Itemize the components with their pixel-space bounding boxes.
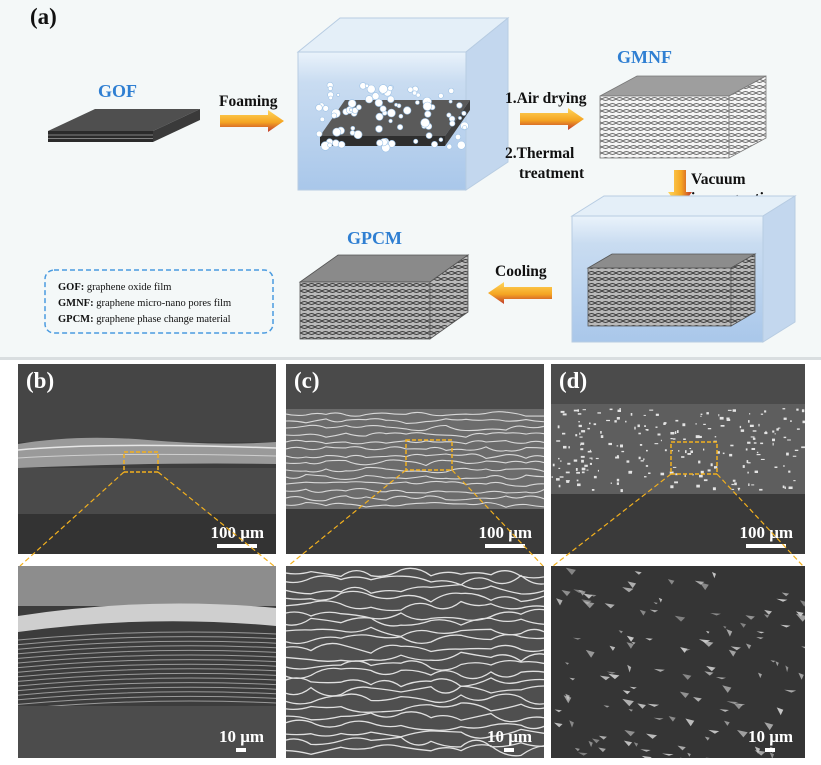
sem-d-detail-image [551,566,805,758]
gmnf-stack [599,75,767,159]
cooling-arrow [488,282,552,304]
thermal-label-2: treatment [519,165,585,182]
scale-bar-d-bottom: 10 μm [748,727,793,752]
cooling-label: Cooling [495,263,547,280]
sem-b-overview: (b) 100 μm [18,364,276,554]
sem-b-detail-image [18,566,276,758]
sem-c-detail-image [286,566,544,758]
foaming-arrow [220,110,284,132]
foaming-label: Foaming [219,93,278,110]
vacuum-label-1: Vacuum [691,171,746,188]
sem-d-overview: (d) 100 μm [551,364,805,554]
process-diagram: (a) GOF Foaming 1.Air drying 2.Thermal t… [30,4,797,343]
panel-a-schematic: (a) GOF Foaming 1.Air drying 2.Thermal t… [0,0,821,360]
legend-item-gof: GOF: graphene oxide film [58,282,171,293]
scale-bar-c-top: 100 μm [478,523,532,548]
drying-arrow [520,108,584,130]
sem-b-detail: 10 μm [18,566,276,758]
gof-film [48,109,200,142]
scale-bar-c-bottom: 10 μm [487,727,532,752]
gof-title: GOF [98,81,137,101]
sem-d-detail: 10 μm [551,566,805,758]
gpcm-block [298,254,470,340]
impregnation-tank [570,195,797,343]
abbreviation-legend: GOF: graphene oxide film GMNF: graphene … [44,269,274,334]
panel-b-label: (b) [26,368,55,393]
scale-bar-b-top: 100 μm [210,523,264,548]
panel-a-label: (a) [30,4,57,29]
sem-c-detail: 10 μm [286,566,544,758]
thermal-label-1: 2.Thermal [505,145,575,162]
sem-c-overview: (c) 100 μm [286,364,544,554]
legend-item-gmnf: GMNF: graphene micro-nano pores film [58,298,231,309]
gpcm-title: GPCM [347,228,402,248]
panel-c-label: (c) [294,368,320,393]
panel-d-label: (d) [559,368,588,393]
gmnf-title: GMNF [617,47,672,67]
air-drying-label: 1.Air drying [505,90,587,107]
scale-bar-b-bottom: 10 μm [219,727,264,752]
foaming-tank [296,16,510,191]
legend-item-gpcm: GPCM: graphene phase change material [58,314,231,325]
scale-bar-d-top: 100 μm [739,523,793,548]
